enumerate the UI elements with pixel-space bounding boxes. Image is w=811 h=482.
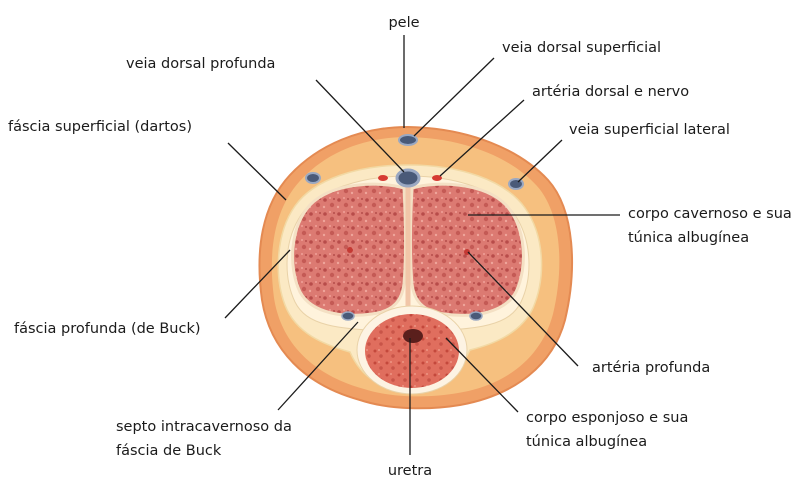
label-uretra: uretra bbox=[388, 463, 432, 479]
label-veia-dorsal-superficial: veia dorsal superficial bbox=[502, 40, 661, 56]
deep-artery-right bbox=[464, 249, 470, 255]
label-fascia-profunda: fáscia profunda (de Buck) bbox=[14, 321, 201, 337]
label-pele: pele bbox=[388, 15, 419, 31]
periurethral-vein-right bbox=[470, 312, 482, 320]
superficial-lateral-vein-right bbox=[509, 179, 523, 189]
label-arteria-profunda: artéria profunda bbox=[592, 360, 710, 376]
superficial-dorsal-vein bbox=[399, 135, 417, 145]
label-arteria-dorsal-nervo: artéria dorsal e nervo bbox=[532, 84, 689, 100]
deep-dorsal-vein bbox=[397, 170, 419, 186]
urethra bbox=[403, 329, 423, 343]
label-corpo-cavernoso-1: corpo cavernoso e sua bbox=[628, 206, 792, 222]
corpus-spongiosum bbox=[365, 314, 459, 388]
leader-fascia-superficial bbox=[228, 143, 286, 200]
label-septo-2: fáscia de Buck bbox=[116, 443, 222, 459]
superficial-lateral-vein-left bbox=[306, 173, 320, 183]
periurethral-vein-left bbox=[342, 312, 354, 320]
label-corpo-esponjoso-1: corpo esponjoso e sua bbox=[526, 410, 688, 426]
label-septo-1: septo intracavernoso da bbox=[116, 419, 292, 435]
leader-veia-dorsal-superficial bbox=[414, 58, 494, 136]
cross-section bbox=[259, 127, 572, 408]
label-fascia-superficial: fáscia superficial (dartos) bbox=[8, 119, 192, 135]
label-corpo-esponjoso-2: túnica albugínea bbox=[526, 434, 647, 450]
label-corpo-cavernoso-2: túnica albugínea bbox=[628, 230, 749, 246]
label-veia-dorsal-profunda: veia dorsal profunda bbox=[126, 56, 275, 72]
deep-artery-left bbox=[347, 247, 353, 253]
dorsal-artery-left bbox=[378, 175, 388, 181]
label-veia-superficial-lateral: veia superficial lateral bbox=[569, 122, 730, 138]
